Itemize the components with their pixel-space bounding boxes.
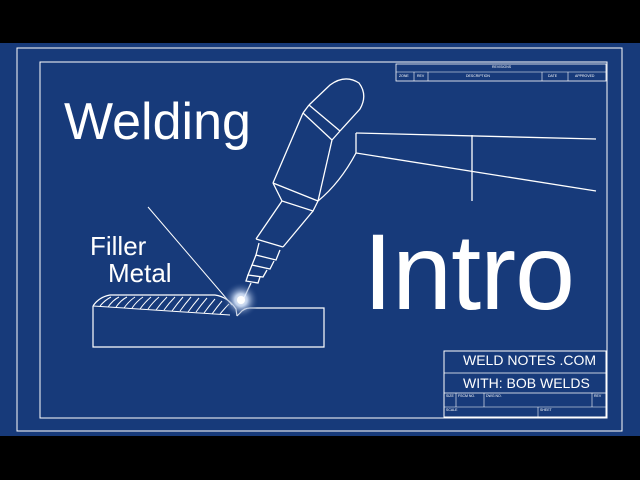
tb-label-fscm: FSCM NO. bbox=[458, 394, 476, 398]
filler-metal-label: Filler Metal bbox=[90, 231, 172, 289]
revisions-table bbox=[395, 63, 607, 82]
tb-label-sheet: SHEET bbox=[540, 408, 552, 412]
filler-label-line2: Metal bbox=[108, 258, 172, 289]
rev-header: REVISIONS bbox=[492, 65, 512, 69]
page-title: Welding bbox=[64, 93, 251, 151]
workpiece-plate bbox=[92, 294, 325, 348]
title-block bbox=[443, 350, 607, 418]
blueprint-drawing bbox=[16, 47, 623, 432]
rev-col-approved: APPROVED bbox=[575, 74, 595, 78]
weld-bead bbox=[92, 296, 231, 316]
rev-col-date: DATE bbox=[548, 74, 558, 78]
inner-border bbox=[39, 61, 608, 419]
torch-illustration bbox=[243, 78, 597, 299]
rev-col-description: DESCRIPTION bbox=[466, 74, 490, 78]
rev-col-rev: REV bbox=[417, 74, 425, 78]
tb-label-rev: REV bbox=[594, 394, 602, 398]
outer-border bbox=[16, 47, 623, 432]
headline: Intro bbox=[363, 211, 575, 332]
weld-spark-icon bbox=[223, 282, 259, 318]
tb-label-dwg: DWG NO. bbox=[486, 394, 502, 398]
filler-label-line1: Filler bbox=[90, 231, 147, 261]
tb-label-scale: SCALE bbox=[446, 408, 458, 412]
title-block-site: WELD NOTES .COM bbox=[463, 352, 597, 368]
blueprint-canvas: Welding Intro Filler Metal WELD NOTES .C… bbox=[0, 43, 640, 436]
tb-label-size: SIZE bbox=[446, 394, 454, 398]
title-block-author: WITH: BOB WELDS bbox=[463, 375, 590, 391]
filler-leader-line bbox=[147, 206, 233, 306]
rev-col-zone: ZONE bbox=[399, 74, 409, 78]
